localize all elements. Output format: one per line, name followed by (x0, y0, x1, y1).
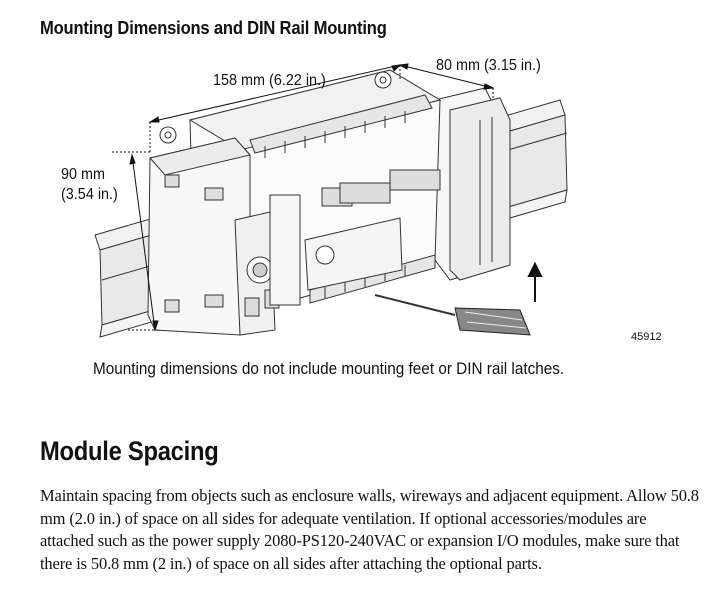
module-spacing-paragraph: Maintain spacing from objects such as en… (40, 486, 699, 573)
end-module (434, 87, 511, 281)
figure-caption: Mounting dimensions do not include mount… (93, 359, 565, 378)
screwdriver (374, 294, 531, 336)
controller-drawing (94, 63, 568, 338)
up-arrow (527, 261, 543, 302)
height-dimension-label-line1: 90 mm (61, 166, 106, 183)
height-dimension-line (112, 151, 160, 332)
width-dimension-line (148, 64, 402, 152)
section-heading-mounting: Mounting Dimensions and DIN Rail Mountin… (40, 18, 387, 38)
figure-number: 45912 (631, 331, 662, 343)
depth-dimension-label: 80 mm (3.15 in.) (436, 57, 541, 74)
left-end-cap (147, 137, 301, 336)
depth-dimension-line (398, 63, 495, 100)
height-dimension-label-line2: (3.54 in.) (61, 186, 118, 203)
section-heading-module-spacing: Module Spacing (40, 436, 219, 466)
mounting-diagram: 158 mm (6.22 in.) 80 mm (3.15 in.) 90 mm… (40, 40, 670, 360)
width-dimension-label: 158 mm (6.22 in.) (213, 72, 326, 89)
